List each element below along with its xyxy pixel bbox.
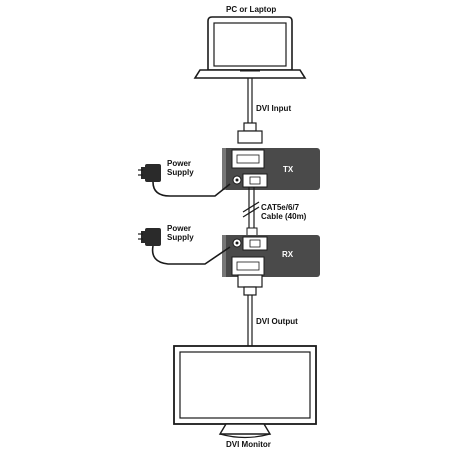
cable-label-line1: CAT5e/6/7 <box>261 203 300 212</box>
power-supply-line2: Supply <box>167 233 194 242</box>
power-supply-label-rx: Power Supply <box>167 224 194 242</box>
monitor <box>173 345 317 439</box>
power-cord <box>151 245 231 265</box>
power-supply-line2: Supply <box>167 168 194 177</box>
dvi-input-cable <box>237 78 263 144</box>
tx-unit <box>222 148 320 190</box>
dvi-output-cable <box>237 274 263 346</box>
dvi-output-label: DVI Output <box>256 317 298 326</box>
tx-label: TX <box>283 165 294 174</box>
power-cord <box>152 181 231 197</box>
monitor-screen <box>179 351 311 419</box>
monitor-label: DVI Monitor <box>226 440 271 449</box>
cable-label: CAT5e/6/7 Cable (40m) <box>261 203 306 221</box>
power-supply-line1: Power <box>167 159 192 168</box>
laptop-screen <box>213 22 287 67</box>
cat-cable <box>242 187 260 237</box>
rx-label: RX <box>282 250 294 259</box>
power-adapter <box>145 228 161 246</box>
rx-unit <box>222 235 320 277</box>
laptop-base <box>193 69 307 79</box>
cable-label-line2: Cable (40m) <box>261 212 307 221</box>
power-supply-rx <box>138 228 231 265</box>
power-supply-label-tx: Power Supply <box>167 159 194 177</box>
power-supply-tx <box>138 164 231 197</box>
laptop <box>193 16 307 79</box>
dvi-input-label: DVI Input <box>256 104 292 113</box>
power-supply-line1: Power <box>167 224 192 233</box>
power-adapter <box>145 164 161 182</box>
pc-label: PC or Laptop <box>226 5 277 14</box>
monitor-stand <box>218 423 272 435</box>
